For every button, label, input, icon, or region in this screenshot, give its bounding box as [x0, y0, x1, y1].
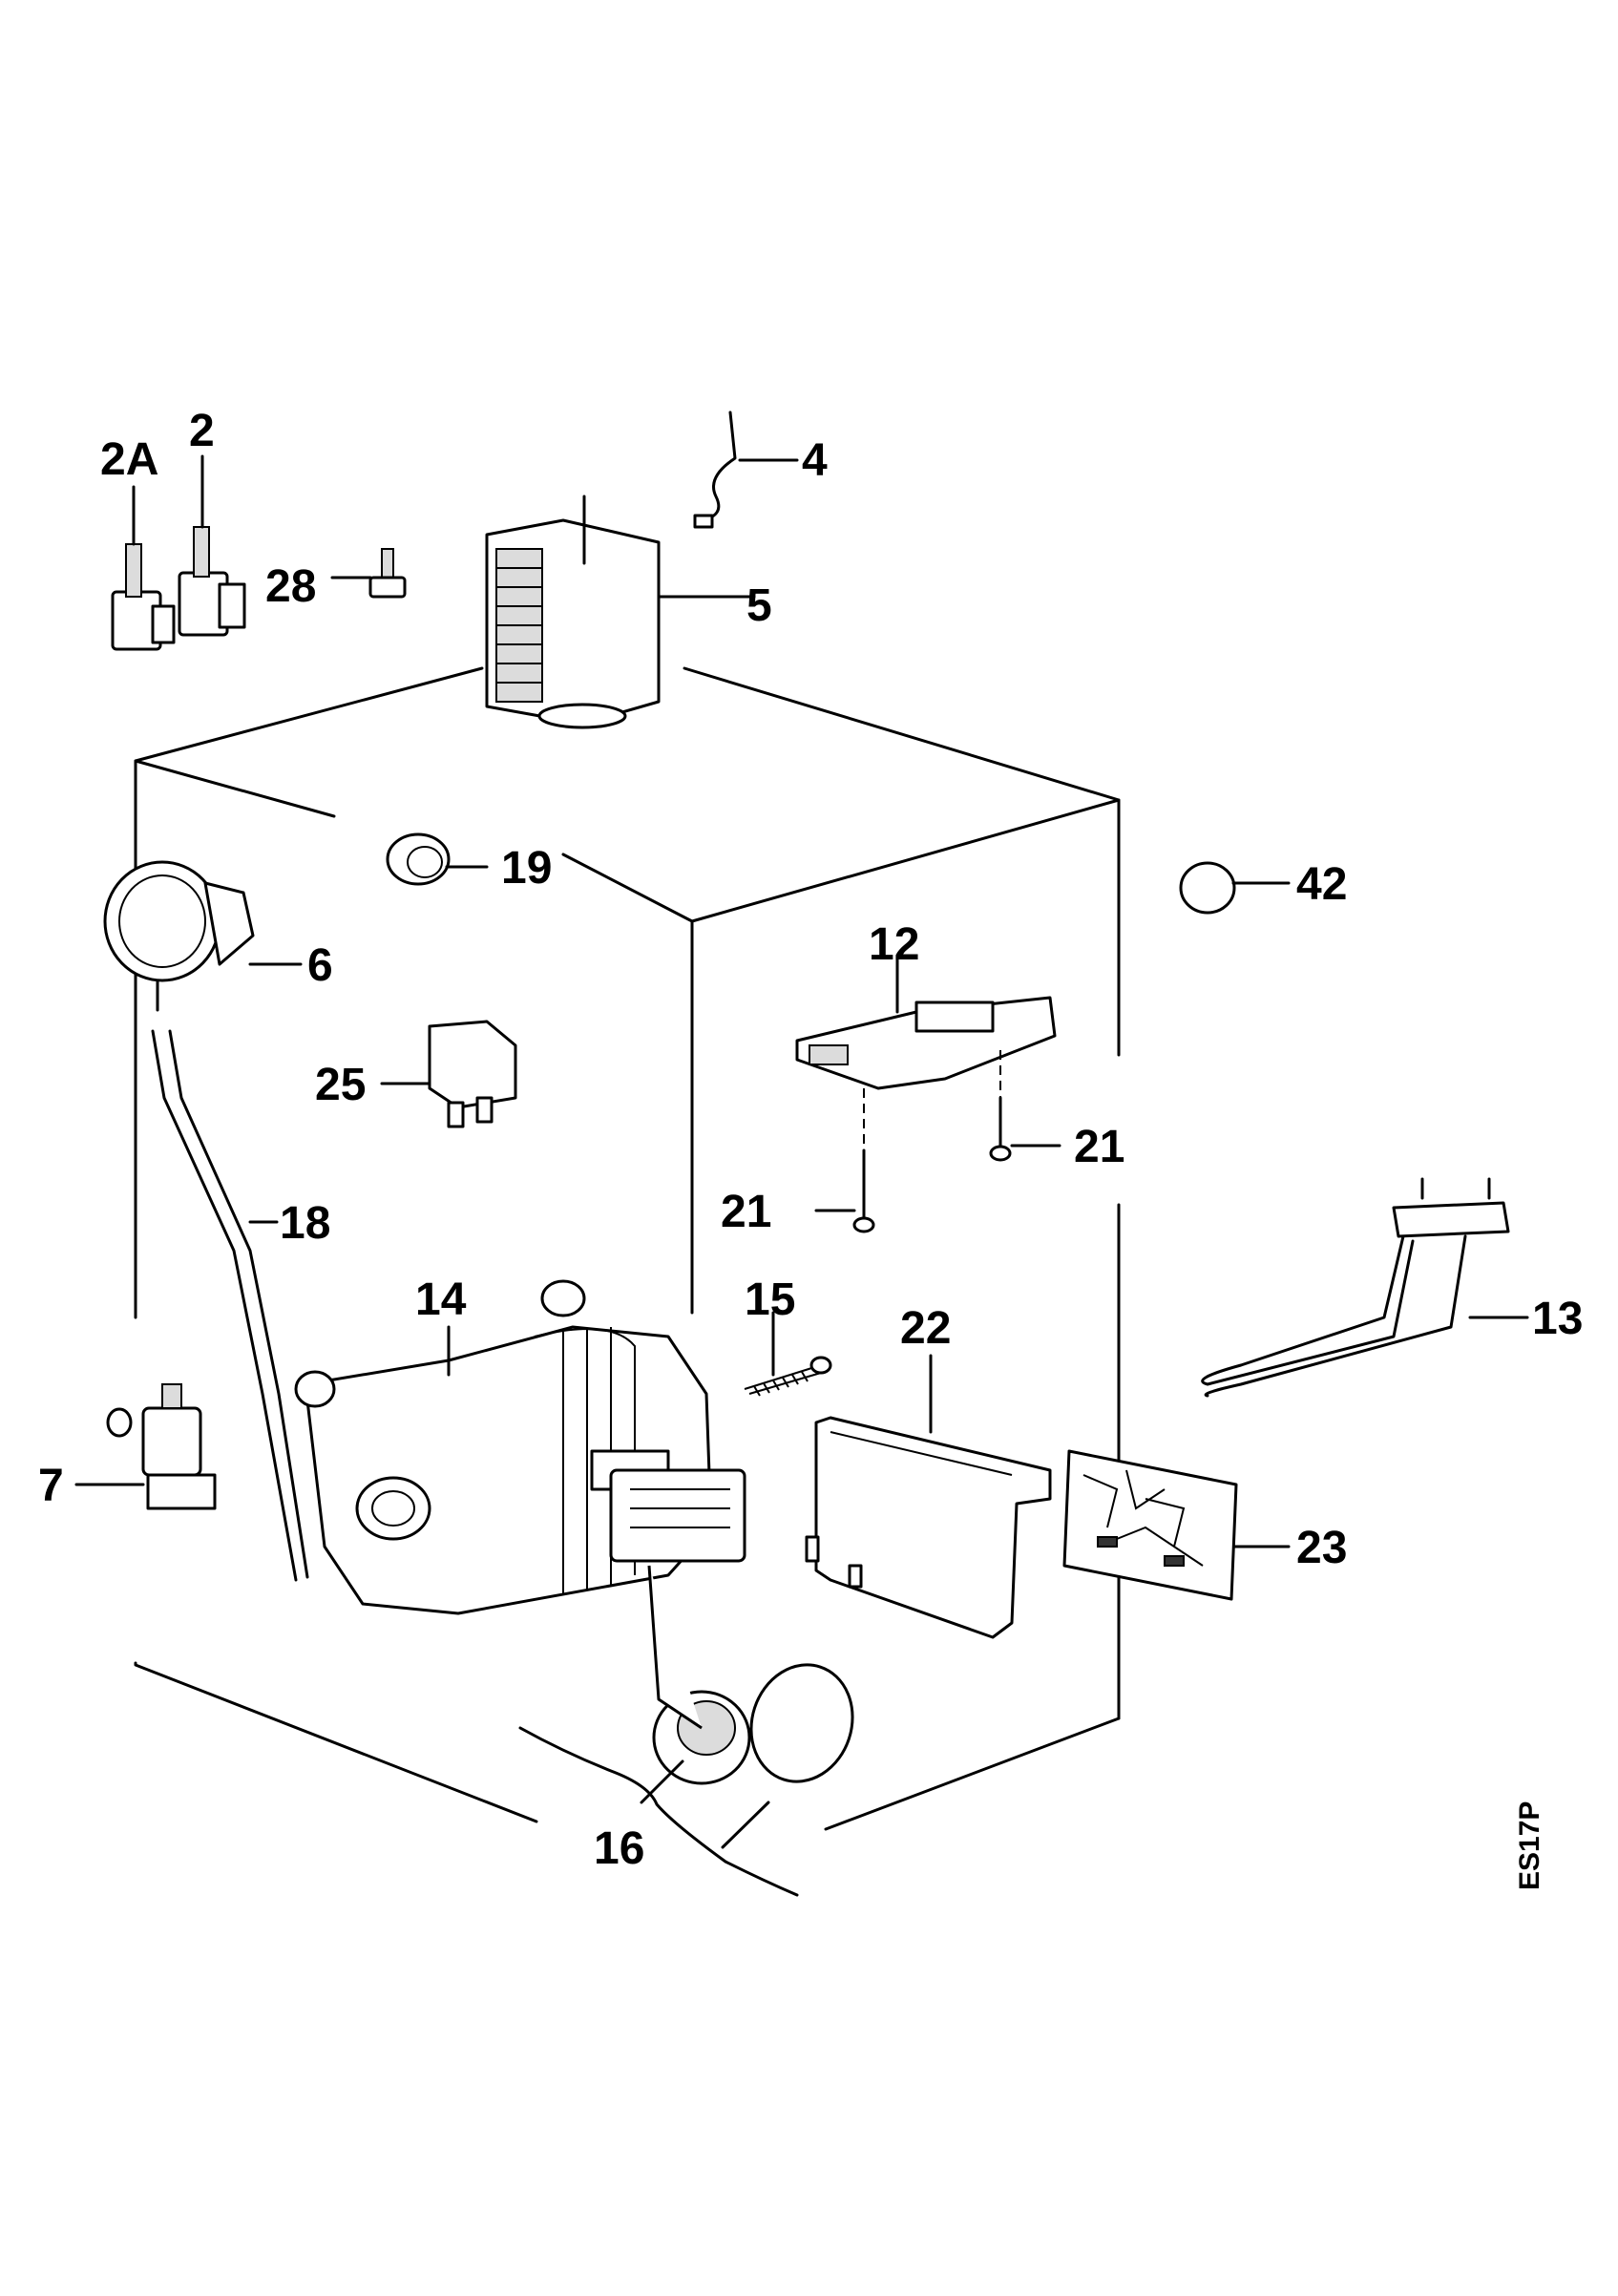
label-21-upper: 21: [1074, 1122, 1124, 1172]
part-28-sensor: [330, 548, 407, 599]
label-15: 15: [745, 1274, 795, 1325]
label-2a: 2A: [100, 434, 158, 485]
part-22-module: [805, 1354, 1052, 1639]
part-2a-switch: [111, 485, 176, 651]
label-21-lower: 21: [721, 1187, 771, 1237]
part-12-door-lock: [795, 958, 1057, 1090]
label-5: 5: [746, 580, 772, 631]
label-13: 13: [1532, 1294, 1583, 1344]
part-16-pump: [518, 1468, 854, 1897]
part-21-screw-b: [814, 1088, 875, 1233]
part-25-relay: [380, 1020, 517, 1128]
label-16: 16: [594, 1823, 644, 1874]
cabinet-outline: [134, 666, 1121, 1831]
part-21-screw-a: [989, 1050, 1061, 1162]
label-7: 7: [38, 1461, 64, 1511]
label-12: 12: [869, 919, 919, 970]
label-42: 42: [1296, 859, 1347, 910]
label-6: 6: [307, 940, 333, 991]
part-5-timer: [485, 495, 756, 729]
part-19-grommet: [386, 832, 489, 886]
label-19: 19: [501, 843, 552, 894]
label-2: 2: [189, 406, 215, 456]
part-4-wire: [693, 411, 799, 529]
part-18-hose: [151, 1029, 309, 1582]
part-13-heater: [1201, 1177, 1529, 1398]
label-4: 4: [802, 435, 828, 486]
label-18: 18: [280, 1198, 330, 1249]
part-23-pcb: [1062, 1449, 1291, 1601]
label-23: 23: [1296, 1523, 1347, 1573]
label-25: 25: [315, 1060, 366, 1110]
part-2-switch: [178, 454, 246, 637]
label-14: 14: [415, 1274, 467, 1325]
part-6-pressure-switch: [103, 860, 303, 1012]
part-42-button: [1179, 861, 1291, 915]
drawing-code: ES17P: [1514, 1801, 1545, 1890]
part-15-bolt: [744, 1311, 832, 1397]
part-14-motor: [294, 1279, 713, 1615]
label-22: 22: [900, 1303, 951, 1354]
part-7-valve: [74, 1383, 217, 1510]
callout-labels: 2A 2 4 28 5 19 42 6 12 25 21 21 18 13 14…: [38, 406, 1583, 1890]
label-28: 28: [265, 561, 316, 612]
